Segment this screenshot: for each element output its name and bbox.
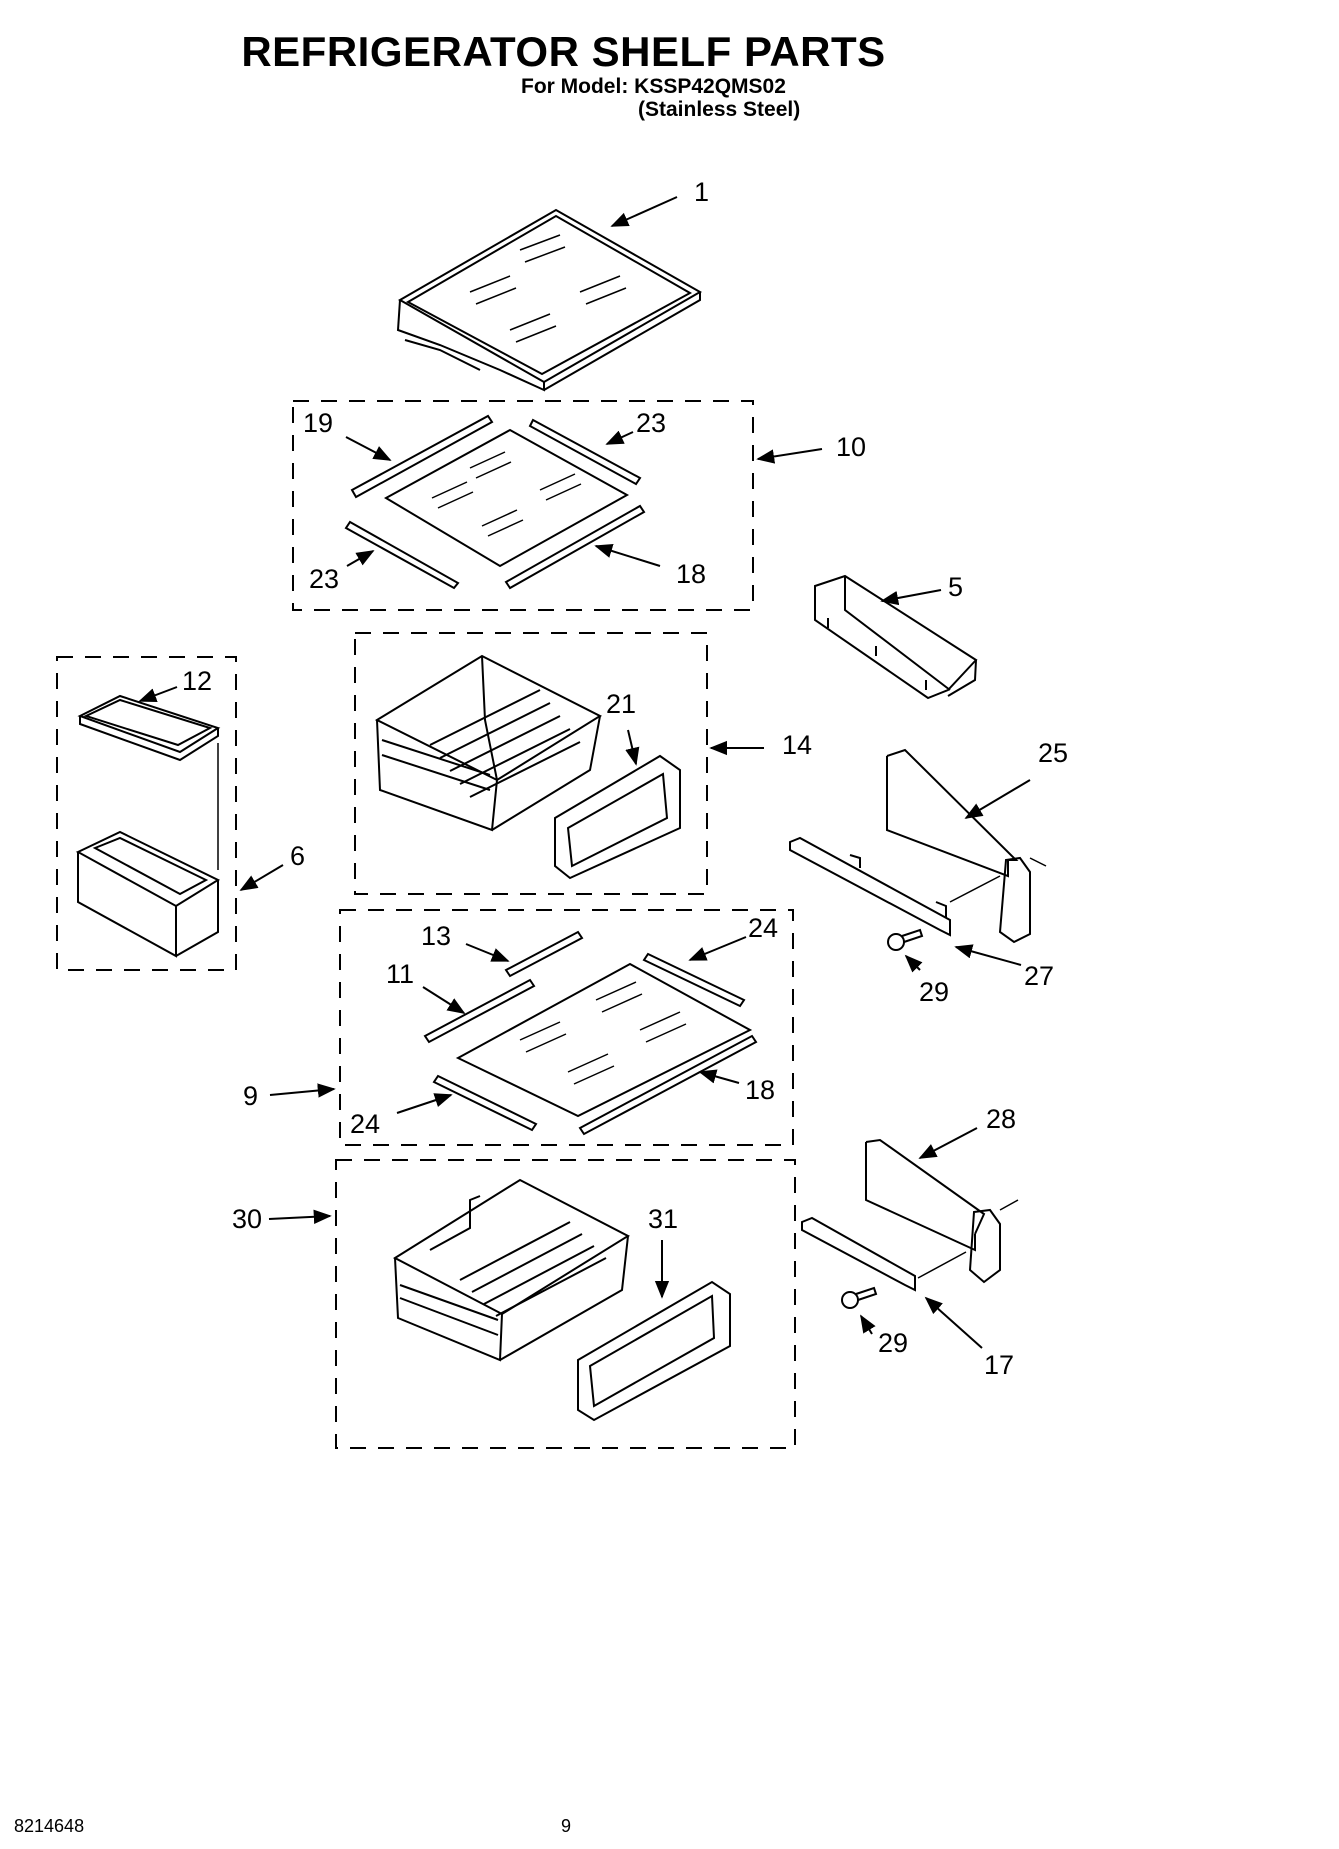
group-box-6 [56, 656, 237, 971]
callout-23-upper: 23 [636, 408, 666, 438]
callout-14: 14 [782, 730, 812, 760]
crisper-drawer-part-14 [374, 654, 681, 880]
callout-10: 10 [836, 432, 866, 462]
page-number: 9 [561, 1816, 572, 1836]
group-box-30 [335, 1159, 796, 1449]
callout-27: 27 [1024, 961, 1054, 991]
callout-9: 9 [243, 1081, 258, 1111]
callout-23-lower: 23 [309, 564, 339, 594]
document-number: 8214648 [14, 1816, 85, 1836]
callout-1: 1 [694, 177, 709, 207]
callout-6: 6 [290, 841, 305, 871]
callout-25: 25 [1038, 738, 1068, 768]
callout-21: 21 [606, 689, 636, 719]
drawer-slide-part-28 [801, 1138, 1019, 1309]
callout-11: 11 [386, 959, 414, 989]
group-box-14 [354, 632, 708, 895]
finish-label: (Stainless Steel) [638, 98, 801, 121]
callout-24-upper: 24 [748, 913, 778, 943]
callout-29-upper: 29 [919, 977, 949, 1007]
page-title: REFRIGERATOR SHELF PARTS [241, 28, 886, 75]
callout-19: 19 [303, 408, 333, 438]
callout-30: 30 [232, 1204, 262, 1234]
cover-part-5 [814, 574, 978, 700]
callout-5: 5 [948, 572, 963, 602]
callout-12: 12 [182, 666, 212, 696]
deli-bin-part-6 [75, 694, 221, 958]
callout-31: 31 [648, 1204, 678, 1234]
callout-29-lower: 29 [878, 1328, 908, 1358]
model-number: For Model: KSSP42QMS02 [521, 75, 786, 98]
callout-24-lower: 24 [350, 1109, 380, 1139]
callout-18-upper: 18 [676, 559, 706, 589]
callout-17: 17 [984, 1350, 1014, 1380]
shelf-glass-part-9 [423, 930, 758, 1136]
callout-18-lower: 18 [745, 1075, 775, 1105]
shelf-assembly-part-1 [396, 208, 703, 392]
group-box-10 [292, 400, 754, 611]
shelf-glass-part-10 [344, 414, 646, 590]
lower-drawer-part-30 [392, 1178, 731, 1422]
callout-28: 28 [986, 1104, 1016, 1134]
group-box-9 [339, 909, 794, 1146]
callout-13: 13 [421, 921, 451, 951]
drawer-slide-part-25 [789, 748, 1047, 951]
